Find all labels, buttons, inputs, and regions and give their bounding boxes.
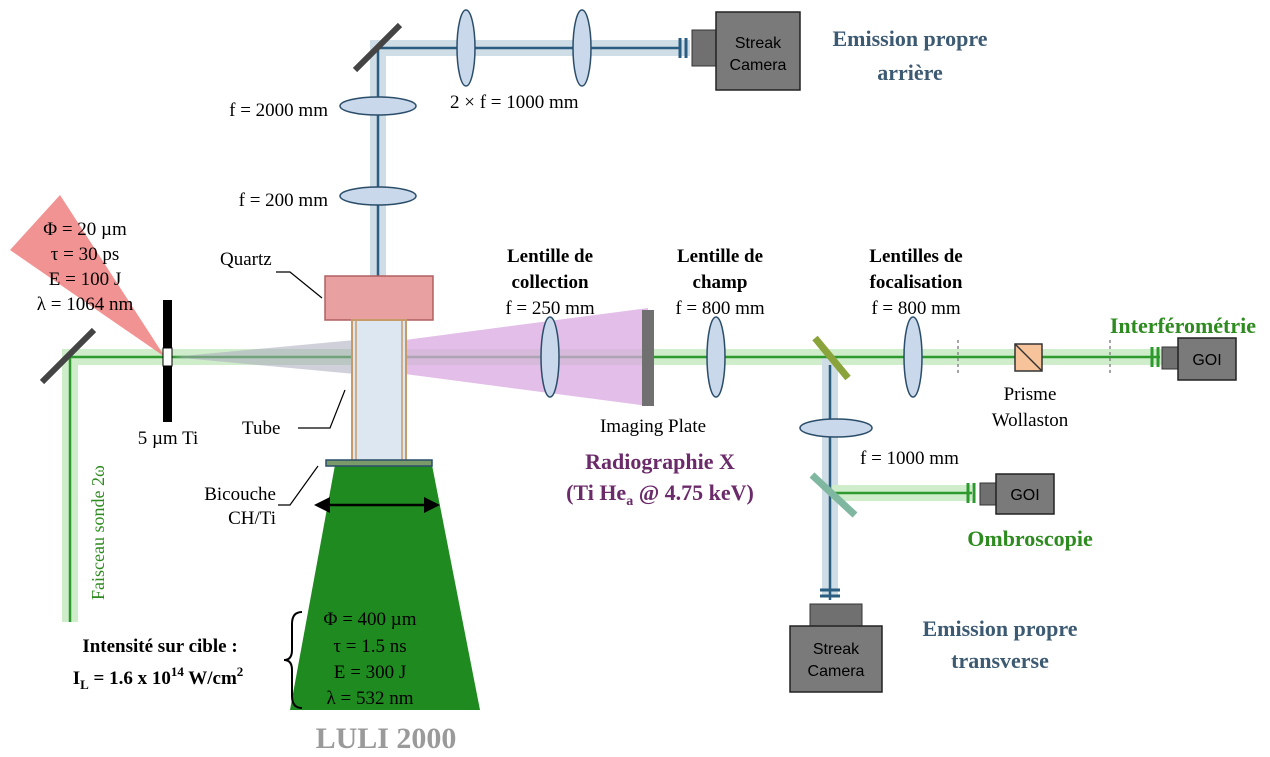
collection-f: f = 250 mm [505, 298, 595, 319]
wollaston-diagonal [1014, 343, 1043, 372]
lens-back-vertical-2 [339, 186, 417, 206]
imaging-plate-label: Imaging Plate [600, 416, 706, 437]
radiography-title: Radiographie X [585, 449, 735, 474]
intensity-value: IL = 1.6 x 1014 W/cm2 [73, 664, 244, 692]
transverse-lens [799, 418, 873, 438]
intensity-title: Intensité sur cible : [82, 636, 237, 657]
streak-camera-back-nose [691, 29, 717, 67]
lens-back-horizontal-2 [572, 9, 592, 87]
tube [351, 319, 407, 463]
drive-laser-tau: τ = 1.5 ns [333, 636, 406, 657]
focal-f: f = 800 mm [871, 298, 961, 319]
drive-laser-energy: E = 300 J [334, 662, 406, 683]
imaging-plate [642, 310, 654, 406]
tube-pointer [298, 389, 346, 429]
back-emission-mirror [352, 22, 403, 73]
emission-trans-label-1: Emission propre [922, 616, 1077, 641]
short-pulse-cone [10, 195, 165, 357]
focal-title-2: focalisation [870, 272, 963, 293]
shadowgraphy-label: Ombroscopie [967, 526, 1093, 551]
goi-shadow-label: GOI [1010, 487, 1039, 504]
prism-label-2: Wollaston [992, 410, 1069, 431]
backlighter-aperture [162, 347, 173, 367]
short-pulse-lambda: λ = 1064 nm [37, 294, 134, 315]
goi-interferometry [1177, 337, 1237, 381]
field-title-1: Lentille de [677, 246, 763, 267]
bilayer-label-2: CH/Ti [228, 508, 276, 529]
drive-laser-lambda: λ = 532 nm [327, 688, 414, 709]
focal-lens [903, 316, 923, 398]
lens-back-label-2: 2 × f = 1000 mm [450, 92, 579, 113]
emission-trans-label-2: transverse [951, 648, 1049, 673]
collection-title-1: Lentille de [507, 246, 593, 267]
streak-camera-trans-nose [809, 603, 863, 627]
short-pulse-energy: E = 100 J [49, 269, 121, 290]
goi-interferometry-nose [1161, 346, 1179, 370]
lens-back-vertical-1 [339, 96, 417, 116]
luli-label: LULI 2000 [316, 722, 457, 755]
interferometry-label: Interférométrie [1110, 313, 1256, 338]
collection-title-2: collection [511, 272, 588, 293]
emission-back-label-2: arrière [877, 60, 943, 85]
emission-back-label-1: Emission propre [832, 26, 987, 51]
bilayer-pointer [278, 465, 319, 506]
streak-camera-back-label-2: Camera [730, 57, 787, 74]
beam-splitter [812, 335, 851, 381]
drive-laser-arrow-left-head [314, 497, 330, 513]
radiography-subtitle: (Ti Hea @ 4.75 keV) [566, 480, 754, 509]
xray-cone-left [172, 340, 355, 374]
goi-shadow [995, 473, 1055, 515]
short-pulse-phi: Φ = 20 µm [43, 219, 127, 240]
streak-camera-back [715, 11, 801, 91]
shadowgraphy-mirror [809, 472, 858, 518]
goi-interferometry-label: GOI [1192, 352, 1221, 369]
streak-camera-trans [789, 625, 883, 693]
quartz-window [324, 275, 434, 321]
probe-beam-label: Faisceau sonde 2ω [88, 465, 108, 600]
lens-back-label-1: f = 2000 mm [229, 100, 328, 121]
xray-cone-right [405, 308, 648, 406]
prism-label-1: Prisme [1004, 384, 1057, 405]
field-f: f = 800 mm [675, 298, 765, 319]
field-lens [706, 316, 726, 398]
f1000-label: f = 1000 mm [860, 448, 959, 469]
focal-title-1: Lentilles de [869, 246, 962, 267]
streak-camera-trans-label-1: Streak [813, 641, 860, 658]
field-title-2: champ [693, 272, 748, 293]
streak-camera-trans-label-2: Camera [808, 663, 865, 680]
quartz-pointer [276, 271, 323, 299]
drive-laser-arrow-right-head [424, 497, 440, 513]
collection-lens [540, 316, 560, 398]
drive-laser-brace [283, 611, 303, 709]
goi-shadow-nose [979, 482, 997, 506]
tube-label: Tube [242, 418, 280, 439]
streak-camera-back-label-1: Streak [735, 35, 782, 52]
drive-laser-cone [290, 465, 480, 710]
short-pulse-tau: τ = 30 ps [51, 244, 120, 265]
probe-mirror [39, 327, 97, 385]
lens-back-horizontal-1 [456, 9, 476, 87]
drive-laser-phi: Φ = 400 µm [323, 609, 416, 630]
bilayer [325, 459, 433, 467]
bilayer-label-1: Bicouche [204, 484, 276, 505]
backlighter-label: 5 µm Ti [138, 428, 199, 449]
quartz-label: Quartz [220, 249, 272, 270]
lens-back-label-3: f = 200 mm [239, 190, 329, 211]
